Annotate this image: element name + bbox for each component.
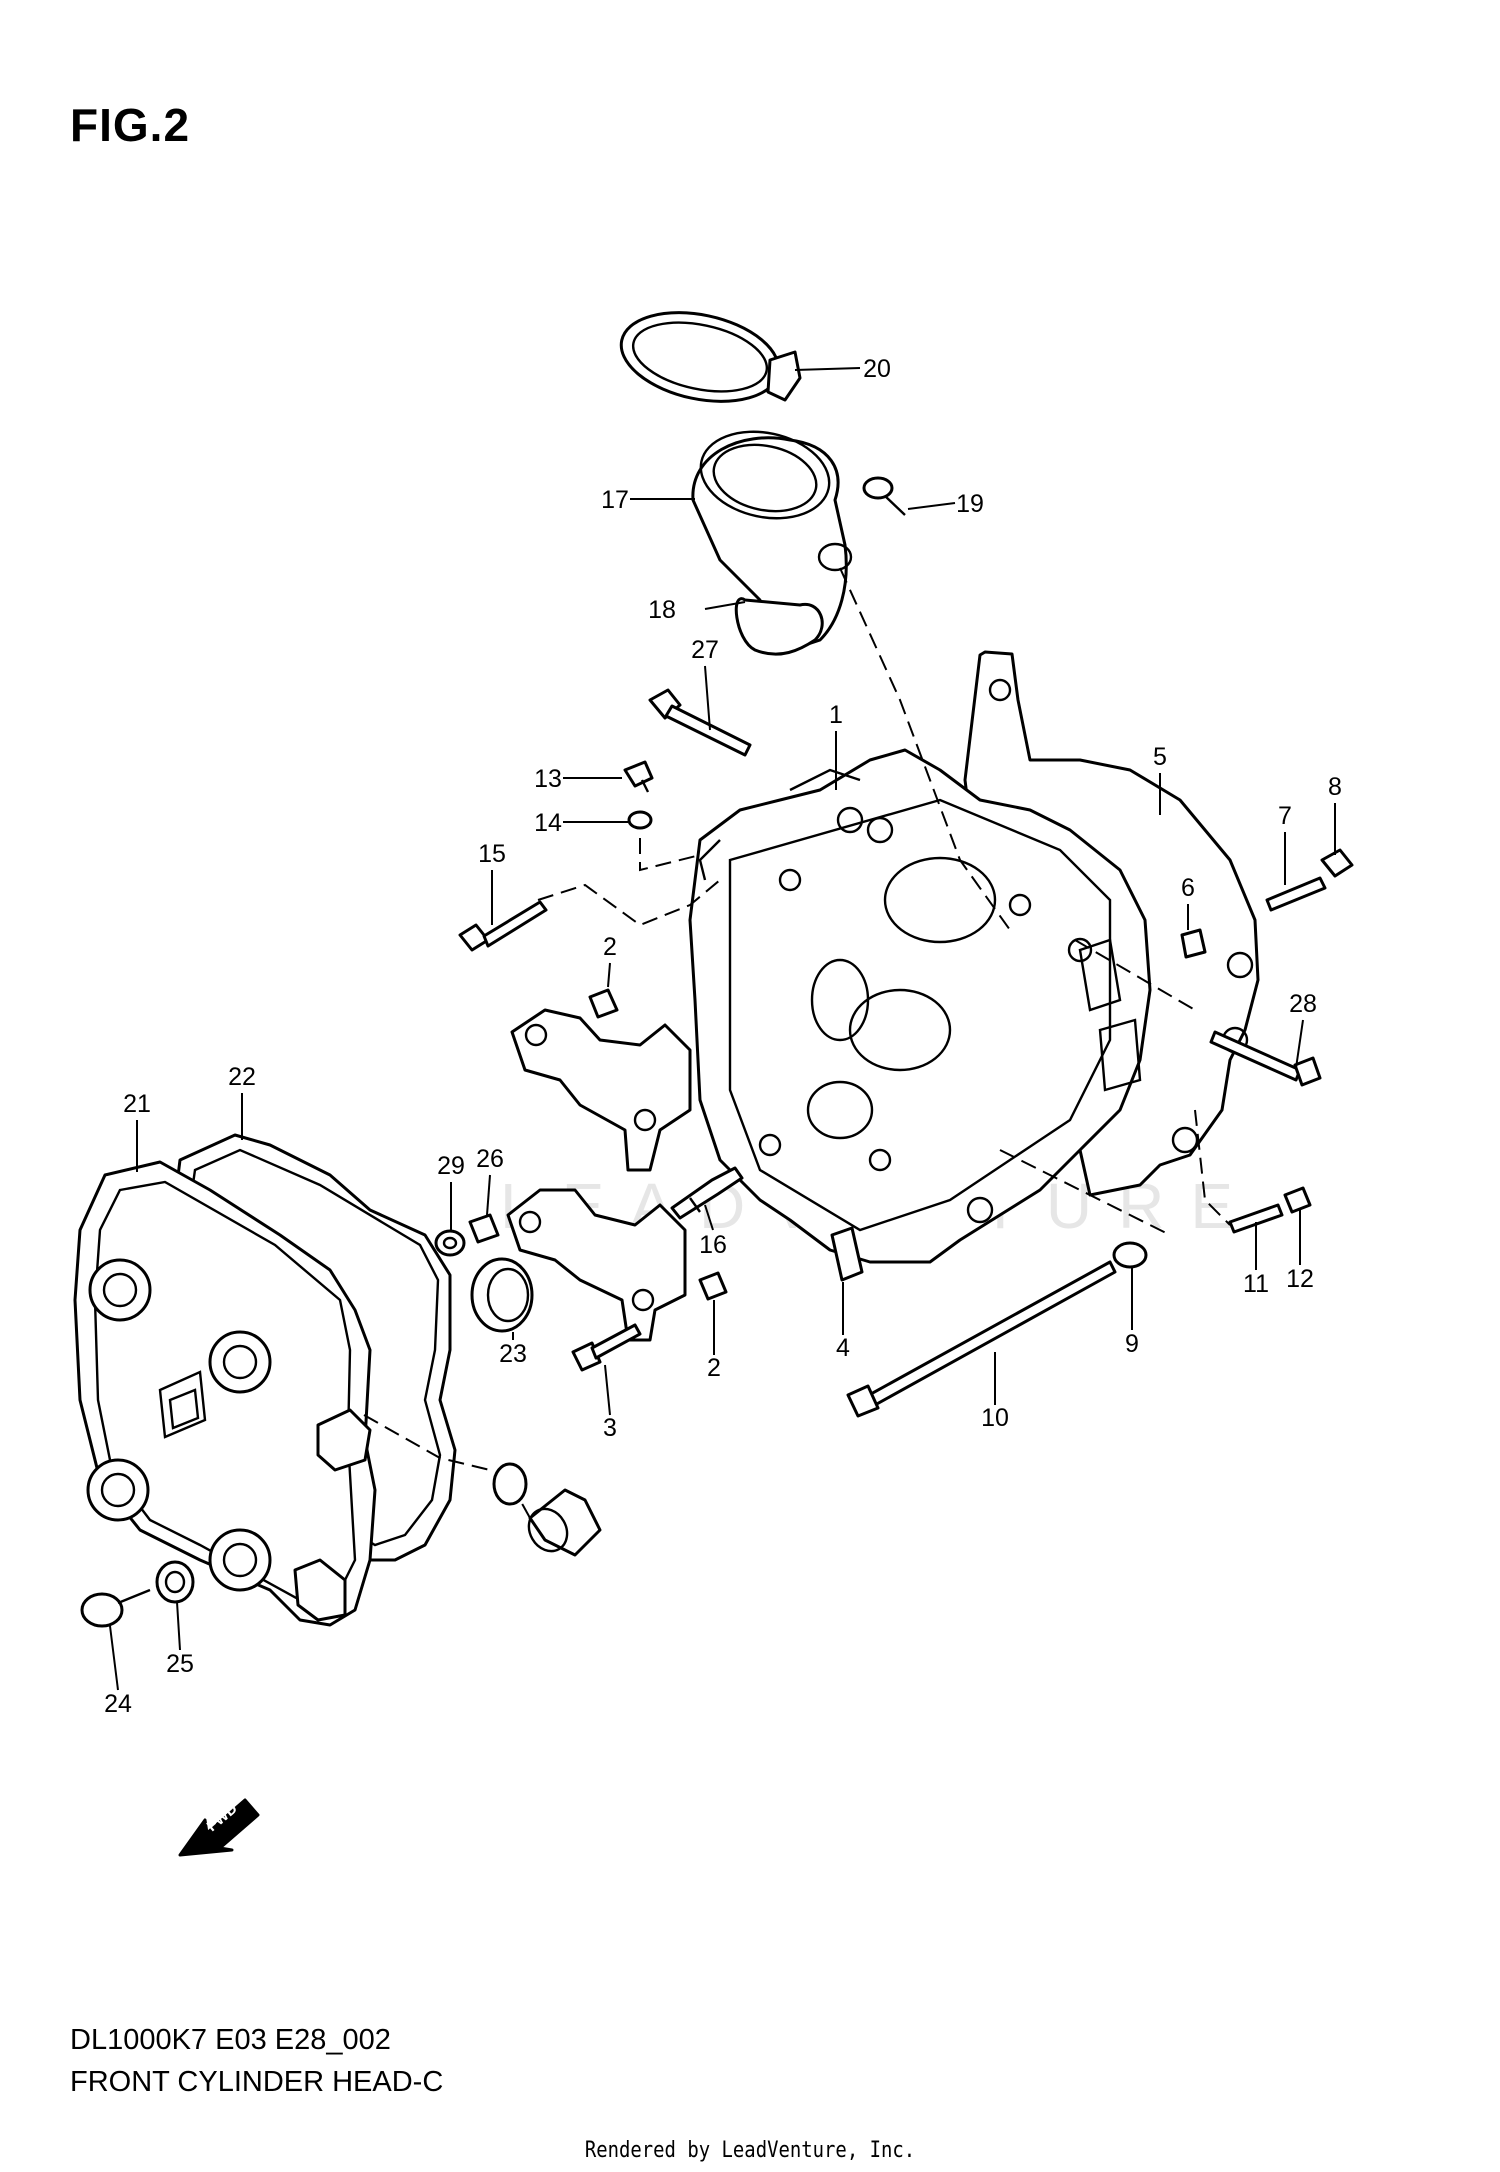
- callout-21: 21: [123, 1090, 151, 1118]
- callout-27: 27: [691, 636, 719, 664]
- long-bolt-27[interactable]: [648, 688, 752, 757]
- callout-8: 8: [1328, 773, 1342, 801]
- callout-2-lower: 2: [707, 1354, 721, 1382]
- cylinder-head[interactable]: [688, 748, 1152, 1264]
- callout-11: 11: [1243, 1270, 1269, 1298]
- dowel-pin-2-upper[interactable]: [588, 988, 619, 1019]
- callout-17: 17: [601, 486, 629, 514]
- callout-12: 12: [1286, 1265, 1314, 1293]
- oil-seal-23[interactable]: [470, 1257, 534, 1333]
- bolt-15[interactable]: [458, 900, 548, 952]
- long-bolt-10[interactable]: [846, 1260, 1117, 1418]
- callout-9: 9: [1125, 1330, 1139, 1358]
- dowel-pin-6[interactable]: [1180, 928, 1207, 959]
- callout-4: 4: [836, 1334, 850, 1362]
- callout-1: 1: [829, 701, 843, 729]
- callout-2-upper: 2: [603, 933, 617, 961]
- callout-13: 13: [534, 765, 562, 793]
- o-ring-small[interactable]: [492, 1462, 528, 1506]
- nut-12[interactable]: [1283, 1186, 1312, 1214]
- stud-bolt-7[interactable]: [1265, 876, 1327, 912]
- footer-credit: Rendered by LeadVenture, Inc.: [584, 2138, 916, 2163]
- fwd-arrow-icon: FWD: [178, 1798, 260, 1857]
- intake-clamp[interactable]: [613, 299, 802, 414]
- washer-9[interactable]: [1112, 1241, 1148, 1269]
- callout-25: 25: [166, 1650, 194, 1678]
- spark-plug-16[interactable]: [670, 1166, 744, 1220]
- callout-6: 6: [1181, 874, 1195, 902]
- nut-8[interactable]: [1320, 848, 1354, 878]
- camshaft-holder-lower[interactable]: [506, 1188, 687, 1342]
- washer-14[interactable]: [627, 810, 653, 830]
- callout-23: 23: [499, 1340, 527, 1368]
- callout-16: 16: [699, 1231, 727, 1259]
- plug-cap[interactable]: [521, 1488, 602, 1558]
- diagram-name: FRONT CYLINDER HEAD-C: [70, 2066, 444, 2098]
- callout-10: 10: [981, 1404, 1009, 1432]
- cover-bolt-24[interactable]: [80, 1588, 151, 1628]
- dowel-pin-2-lower[interactable]: [698, 1271, 728, 1301]
- cover-washer-25[interactable]: [155, 1560, 195, 1604]
- bush-26[interactable]: [468, 1213, 500, 1244]
- model-code: DL1000K7 E03 E28_002: [70, 2024, 391, 2056]
- callout-14: 14: [534, 809, 562, 837]
- intake-o-ring[interactable]: [734, 597, 824, 656]
- callout-20: 20: [863, 355, 891, 383]
- callout-labels: 1 2 2 3 4 5 6 7 8 9 10 11 12 13 14 15 16…: [104, 355, 1342, 1718]
- callout-3: 3: [603, 1414, 617, 1442]
- callout-29: 29: [437, 1152, 465, 1180]
- callout-28: 28: [1289, 990, 1317, 1018]
- callout-15: 15: [478, 840, 506, 868]
- intake-screw[interactable]: [862, 476, 906, 516]
- bolt-13[interactable]: [623, 760, 654, 793]
- figure-label: FIG.2: [70, 99, 191, 151]
- bolt-28[interactable]: [1209, 1030, 1322, 1087]
- callout-26: 26: [476, 1145, 504, 1173]
- leader-lines: [109, 367, 1336, 1691]
- callout-24: 24: [104, 1690, 132, 1718]
- stud-bolt-11[interactable]: [1228, 1203, 1284, 1234]
- alignment-lines: [363, 567, 1231, 1519]
- callout-7: 7: [1278, 802, 1292, 830]
- camshaft-holder-upper[interactable]: [510, 1008, 692, 1172]
- callout-22: 22: [228, 1063, 256, 1091]
- callout-18: 18: [648, 596, 676, 624]
- bolt-3[interactable]: [571, 1323, 642, 1372]
- cylinder-head-cover[interactable]: [73, 1160, 377, 1627]
- callout-5: 5: [1153, 743, 1167, 771]
- dowel-pin-4[interactable]: [830, 1226, 864, 1282]
- washer-29[interactable]: [434, 1229, 466, 1257]
- callout-19: 19: [956, 490, 984, 518]
